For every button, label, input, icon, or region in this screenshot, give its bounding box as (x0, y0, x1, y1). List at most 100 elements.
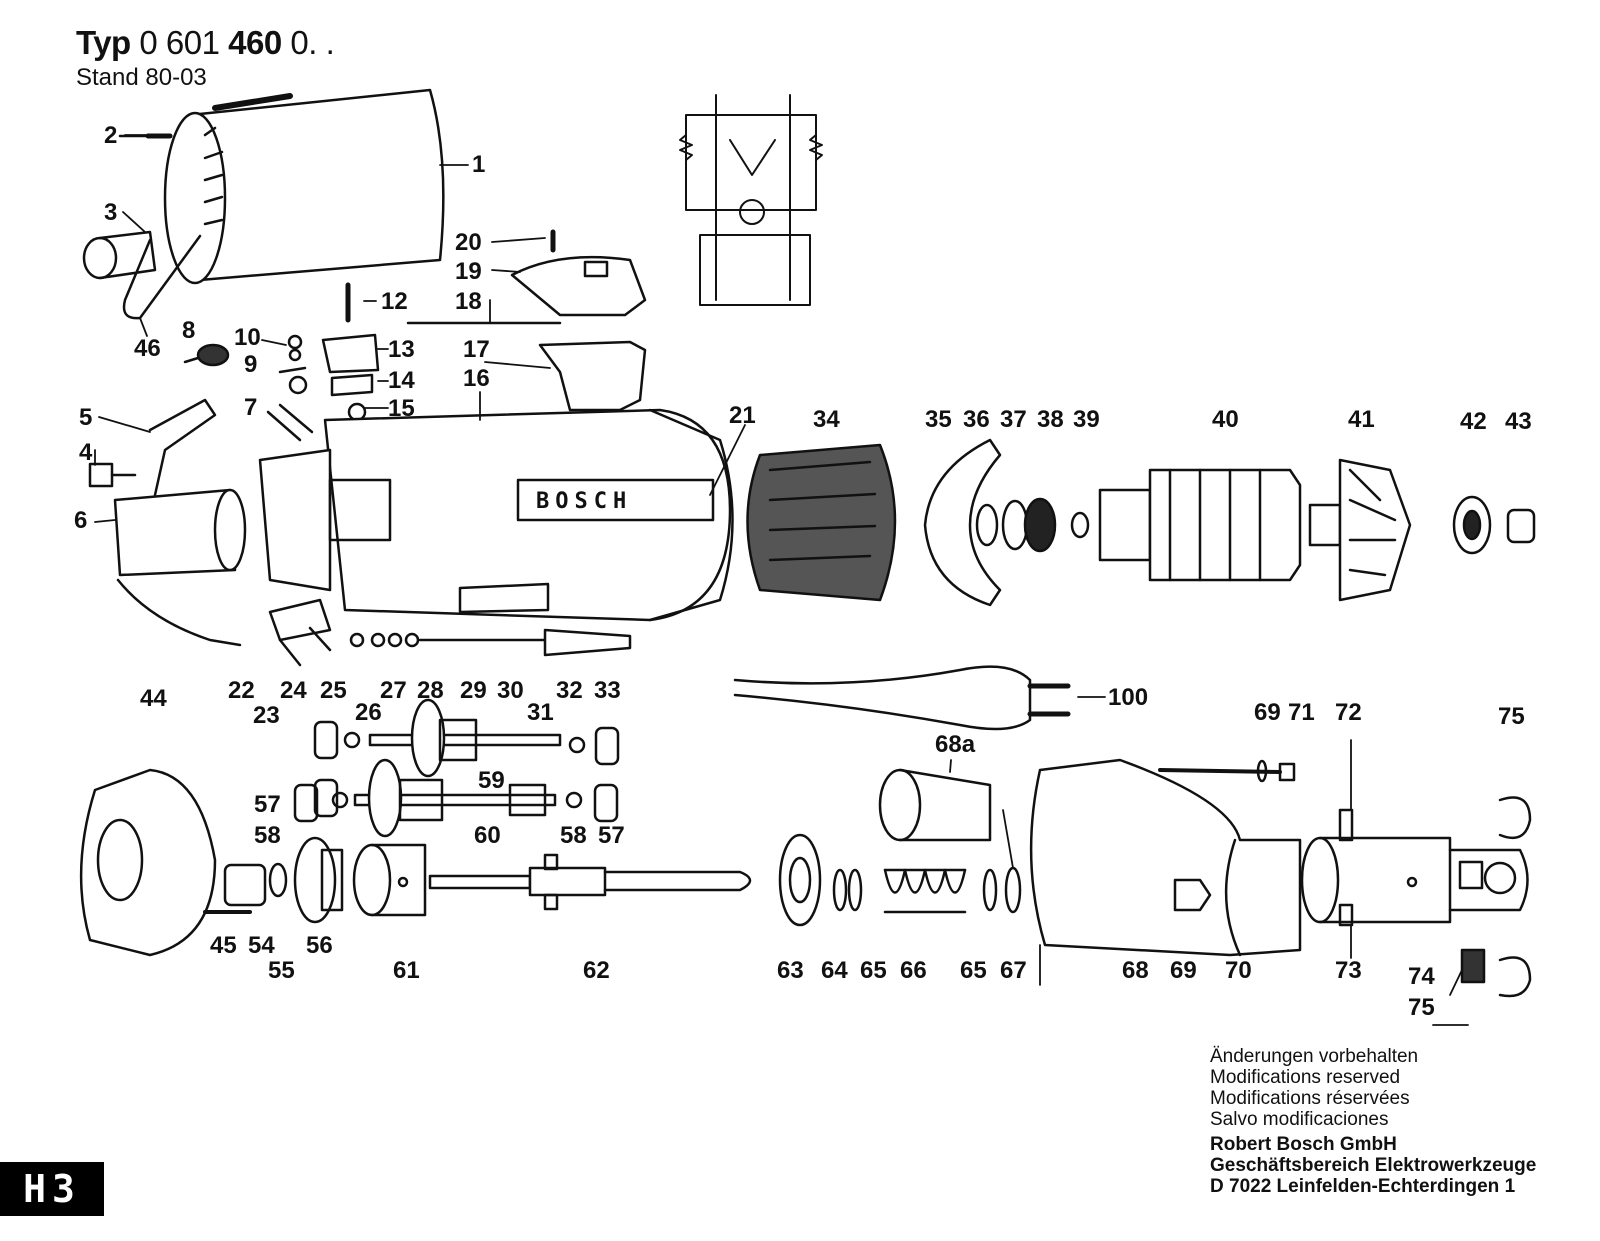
label-part-32: 32 (556, 677, 583, 704)
label-part-29: 29 (460, 677, 487, 704)
label-part-1: 1 (472, 151, 485, 178)
label-part-64: 64 (821, 957, 848, 984)
part-17-bracket (538, 340, 647, 412)
label-part-16: 16 (463, 365, 490, 392)
parts-72-73-pins (1338, 808, 1354, 927)
part-1-motor-cover (163, 88, 445, 285)
typ-number-suffix: 0. . (290, 24, 335, 61)
part-37-ring (1001, 499, 1029, 551)
part-16-housing (258, 408, 734, 622)
label-part-68a: 68a (935, 731, 976, 758)
label-part-58-right: 58 (560, 822, 587, 849)
notice-fr: Modifications réservées (1210, 1088, 1410, 1109)
part-35-baffle (923, 438, 1002, 607)
label-part-74: 74 (1408, 963, 1435, 990)
chuck-holder (1300, 836, 1529, 924)
label-part-69-top: 69 (1254, 699, 1281, 726)
label-part-38: 38 (1037, 406, 1064, 433)
label-part-65-right: 65 (960, 957, 987, 984)
label-part-10: 10 (234, 324, 261, 351)
label-part-17: 17 (463, 336, 490, 363)
part-39-washer (1070, 511, 1090, 539)
part-8-component (183, 343, 230, 367)
parts-9-10-fasteners (266, 334, 314, 442)
label-part-7: 7 (244, 394, 257, 421)
label-part-4: 4 (79, 439, 93, 466)
label-part-13: 13 (388, 336, 415, 363)
label-part-9: 9 (244, 351, 257, 378)
part-63-gear (778, 833, 822, 927)
label-part-5: 5 (79, 404, 92, 431)
label-part-44: 44 (140, 685, 167, 712)
label-part-20: 20 (455, 229, 482, 256)
parts-12-15-brush-holder (321, 282, 380, 422)
label-part-14: 14 (388, 367, 415, 394)
label-part-3: 3 (104, 199, 117, 226)
label-part-72: 72 (1335, 699, 1362, 726)
parts-74-75-clips (1460, 796, 1532, 998)
label-part-100: 100 (1108, 684, 1148, 711)
parts-57-60-gear-shafts (293, 698, 620, 838)
label-part-73: 73 (1335, 957, 1362, 984)
part-36-plate (975, 503, 999, 547)
parts-31-33-cable-sleeve (543, 628, 632, 657)
part-43-sleeve (1506, 508, 1536, 544)
part-38-bearing (1023, 497, 1057, 553)
label-part-75-bottom: 75 (1408, 994, 1435, 1021)
label-part-57-right: 57 (598, 822, 625, 849)
label-part-2: 2 (104, 122, 117, 149)
label-part-28: 28 (417, 677, 444, 704)
part-19-switch-cover (510, 229, 647, 317)
revision-stand: Stand 80-03 (76, 64, 207, 91)
company-location: D 7022 Leinfelden-Echterdingen 1 (1210, 1176, 1516, 1197)
typ-label: Typ (76, 24, 131, 61)
label-part-21: 21 (729, 402, 756, 429)
label-part-23: 23 (253, 702, 280, 729)
part-5-bracket (148, 398, 217, 497)
part-40-armature (1098, 468, 1302, 582)
parts-64-67-rings-spring (832, 866, 1022, 914)
notice-en: Modifications reserved (1210, 1067, 1401, 1088)
part-62-spindle (428, 853, 752, 911)
label-part-35: 35 (925, 406, 952, 433)
parts-69-71-bolt (1158, 759, 1296, 783)
part-44-gear-cover (79, 768, 217, 957)
label-part-60: 60 (474, 822, 501, 849)
label-part-30: 30 (497, 677, 524, 704)
label-part-31: 31 (527, 699, 554, 726)
label-part-22: 22 (228, 677, 255, 704)
label-part-34: 34 (813, 406, 840, 433)
part-68a-bushing (878, 768, 992, 842)
label-part-8: 8 (182, 317, 195, 344)
wiring-schematic (679, 94, 823, 306)
part-61-sleeve (352, 843, 427, 917)
label-part-75-top: 75 (1498, 703, 1525, 730)
parts-45-56-drive (203, 836, 344, 924)
typ-number-main: 460 (228, 24, 282, 61)
label-part-40: 40 (1212, 406, 1239, 433)
part-41-fan (1308, 458, 1412, 602)
label-part-41: 41 (1348, 406, 1375, 433)
company-name: Robert Bosch GmbH (1210, 1134, 1397, 1155)
model-type-heading: Typ 0 601 460 0. . (76, 24, 335, 62)
label-part-67: 67 (1000, 957, 1027, 984)
notice-es: Salvo modificaciones (1210, 1109, 1389, 1130)
label-part-39: 39 (1073, 406, 1100, 433)
label-part-18: 18 (455, 288, 482, 315)
company-division: Geschäftsbereich Elektrowerkzeuge (1210, 1155, 1537, 1176)
housing-brand-text: BOSCH (536, 489, 632, 514)
label-part-69-bottom: 69 (1170, 957, 1197, 984)
label-part-68: 68 (1122, 957, 1149, 984)
part-4-nut (88, 462, 137, 488)
company-address: Robert Bosch GmbH Geschäftsbereich Elekt… (1210, 1134, 1536, 1197)
label-part-42: 42 (1460, 408, 1487, 435)
label-part-71: 71 (1288, 699, 1315, 726)
label-leader-lines (94, 134, 1469, 1026)
label-part-12: 12 (381, 288, 408, 315)
label-part-58-left: 58 (254, 822, 281, 849)
part-34-field-coil (746, 443, 897, 602)
label-part-66: 66 (900, 957, 927, 984)
part-68-gear-housing (1029, 758, 1302, 957)
